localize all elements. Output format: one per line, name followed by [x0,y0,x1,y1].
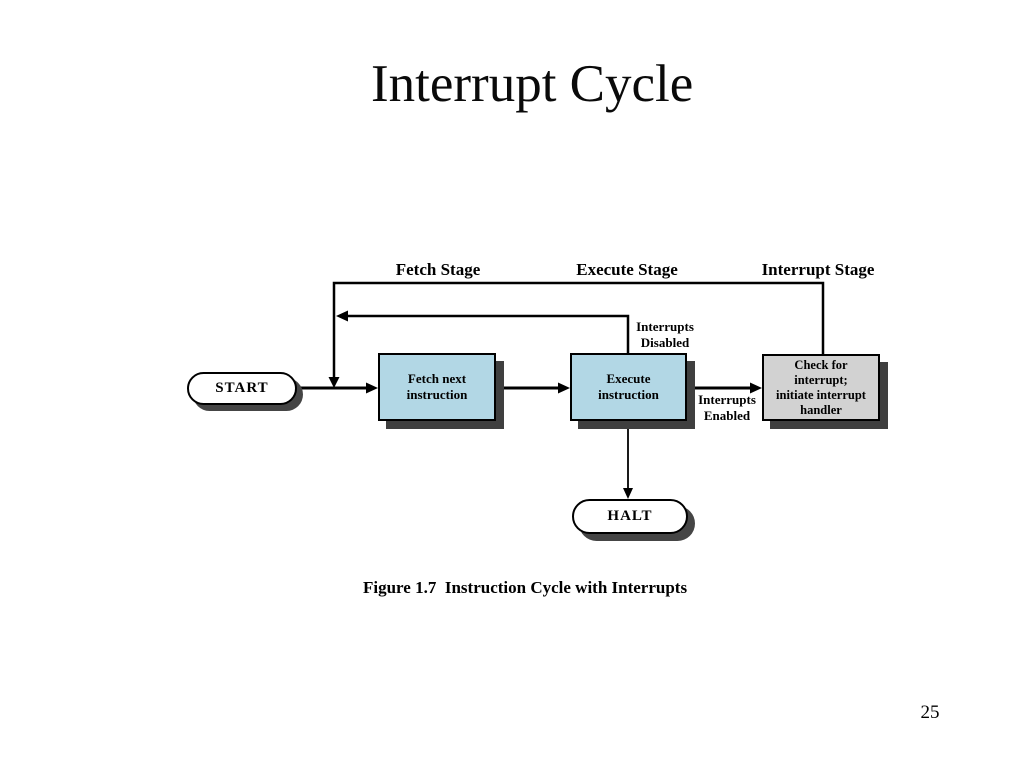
figure-caption: Figure 1.7 Instruction Cycle with Interr… [363,578,688,597]
edge-interrupt-loop-outer-line [332,281,825,378]
stage-label-interrupt: Interrupt Stage [761,260,875,279]
page-number: 25 [920,702,940,723]
arrowhead-down-into-fetch-line [328,377,340,388]
start-node: START [187,372,297,405]
check-interrupt-node: Check for interrupt; initiate interrupt … [762,354,880,421]
edge-execute-to-halt [623,421,633,499]
stage-label-execute: Execute Stage [576,260,678,279]
edge-start-to-fetch [297,382,378,394]
stage-label-fetch: Fetch Stage [395,260,481,279]
arrowhead-left-to-loop [336,310,348,322]
edge-interrupt-loop-outer [328,281,825,388]
edge-interrupts-disabled-line [347,314,630,354]
fetch-instruction-node: Fetch next instruction [378,353,496,421]
slide-title: Interrupt Cycle [371,55,694,113]
edge-label-interrupts-disabled: Interrupts Disabled [636,319,694,350]
execute-instruction-node: Execute instruction [570,353,687,421]
arrowhead-into-execute [558,382,570,394]
halt-node-label: HALT [607,508,653,524]
edge-fetch-to-execute [496,382,570,394]
edge-interrupts-disabled-loop [336,310,630,354]
halt-node: HALT [572,499,688,534]
edge-execute-to-check [687,382,762,394]
start-node-label: START [215,380,269,396]
arrowhead-into-fetch [366,382,378,394]
arrowhead-into-check [750,382,762,394]
edge-label-interrupts-enabled: Interrupts Enabled [698,392,756,423]
arrowhead-into-halt [623,488,633,499]
